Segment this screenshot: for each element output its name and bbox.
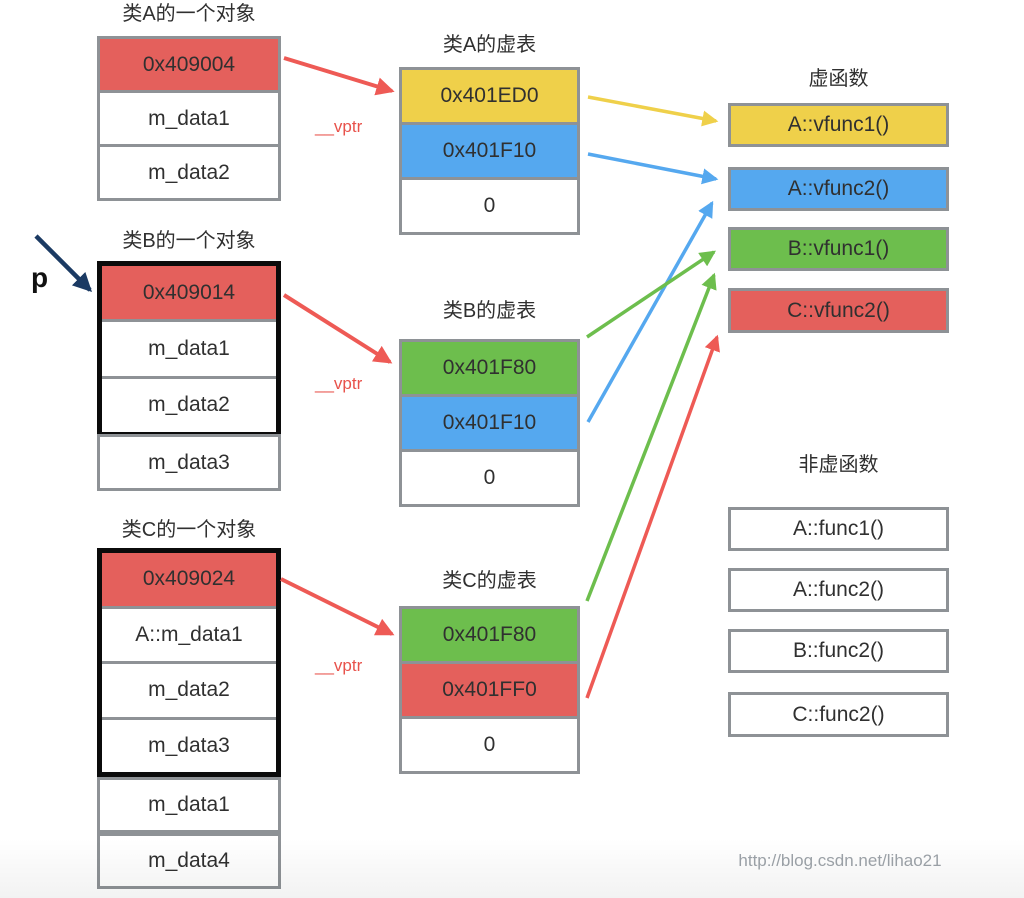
virtual-function-box: A::vfunc2() <box>728 167 949 211</box>
object-b-cell: m_data1 <box>102 322 276 379</box>
vtable-c-slot: 0 <box>399 716 580 774</box>
object-c-title: 类C的一个对象 <box>121 519 257 541</box>
arrow-vtable-c-to-cvfunc2 <box>585 334 720 699</box>
vtable-a-table: 0x401ED0 0x401F10 0 <box>399 67 580 235</box>
object-b-highlight-group: 0x409014 m_data1 m_data2 <box>97 261 281 437</box>
object-a-table: 0x409004 m_data1 m_data2 <box>97 36 281 201</box>
vtable-a-slot: 0x401F10 <box>399 122 580 180</box>
object-c-cell: m_data3 <box>102 719 276 772</box>
vtable-b-title: 类B的虚表 <box>442 300 537 322</box>
vtable-c-table: 0x401F80 0x401FF0 0 <box>399 606 580 774</box>
vtable-b-slot: 0 <box>399 449 580 507</box>
vtable-b-table: 0x401F80 0x401F10 0 <box>399 339 580 507</box>
arrow-vptr-a <box>283 56 395 96</box>
arrow-vtable-a-to-avfunc2 <box>587 152 719 185</box>
nonvirtual-function-box: A::func2() <box>728 568 949 612</box>
nonvirtual-functions-title: 非虚函数 <box>798 454 879 476</box>
virtual-functions-title: 虚函数 <box>808 68 869 90</box>
object-a-cell: m_data1 <box>97 90 281 147</box>
watermark-url: http://blog.csdn.net/lihao21 <box>710 851 970 871</box>
vtable-a-title: 类A的虚表 <box>442 34 537 56</box>
object-b-cell: m_data3 <box>97 434 281 491</box>
object-a-cell: m_data2 <box>97 144 281 201</box>
object-a-vptr-cell: 0x409004 <box>97 36 281 93</box>
vtable-b-slot: 0x401F10 <box>399 394 580 452</box>
virtual-function-box: B::vfunc1() <box>728 227 949 271</box>
vptr-label-a: __vptr <box>315 117 363 136</box>
object-b-vptr-cell: 0x409014 <box>102 266 276 323</box>
vptr-label-c: __vptr <box>315 656 363 675</box>
arrow-vtable-a-to-avfunc1 <box>587 95 719 127</box>
vtable-a-slot: 0 <box>399 177 580 235</box>
arrow-vptr-b <box>282 293 393 364</box>
arrow-vtable-b-to-avfunc2 <box>586 200 714 423</box>
object-c-cell: m_data1 <box>97 777 281 833</box>
object-b-cell: m_data2 <box>102 378 276 432</box>
object-c-cell: A::m_data1 <box>102 608 276 664</box>
arrow-vtable-b-to-bvfunc1 <box>586 250 717 339</box>
vtable-c-slot: 0x401FF0 <box>399 661 580 719</box>
object-c-cell: m_data2 <box>102 664 276 720</box>
vtable-a-slot: 0x401ED0 <box>399 67 580 125</box>
nonvirtual-function-box: A::func1() <box>728 507 949 551</box>
object-c-highlight-group: 0x409024 A::m_data1 m_data2 m_data3 <box>97 548 281 777</box>
arrow-vtable-c-to-bvfunc1 <box>585 272 717 602</box>
virtual-function-box: A::vfunc1() <box>728 103 949 147</box>
object-c-cell: m_data4 <box>97 833 281 889</box>
object-a-title: 类A的一个对象 <box>122 3 256 25</box>
object-b-title: 类B的一个对象 <box>122 230 256 252</box>
pointer-p-label: p <box>31 262 49 293</box>
object-c-vptr-cell: 0x409024 <box>102 553 276 609</box>
virtual-function-box: C::vfunc2() <box>728 288 949 333</box>
bottom-gradient <box>0 838 1024 898</box>
vtable-c-title: 类C的虚表 <box>442 570 537 592</box>
vtable-c-slot: 0x401F80 <box>399 606 580 664</box>
vptr-label-b: __vptr <box>315 374 363 393</box>
arrow-vptr-c <box>280 577 395 636</box>
vtable-b-slot: 0x401F80 <box>399 339 580 397</box>
nonvirtual-function-box: C::func2() <box>728 692 949 737</box>
nonvirtual-function-box: B::func2() <box>728 629 949 673</box>
